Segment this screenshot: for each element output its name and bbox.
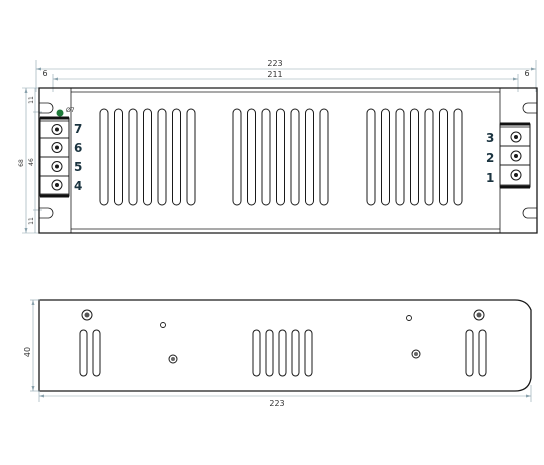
- vent-slot-g2-4: [276, 108, 285, 206]
- left-terminal-4: [39, 175, 70, 195]
- side-vent-slot-g2-3: [278, 329, 287, 377]
- dim-overall-width: 223: [267, 59, 282, 68]
- side-vent-slot-g3-2: [478, 329, 487, 377]
- vent-slot-g1-3: [128, 108, 138, 206]
- side-vent-slot-g2-5: [304, 329, 313, 377]
- vent-slot-g2-2: [247, 108, 256, 206]
- indicator-led: [56, 109, 64, 117]
- vent-slot-g3-5: [424, 108, 434, 206]
- terminal-label-6: 6: [74, 141, 82, 155]
- side-vent-slot-g2-4: [291, 329, 300, 377]
- side-screw-hole-2: [406, 315, 412, 321]
- dim-height: 68: [18, 159, 25, 167]
- side-mount-hole-right: [473, 309, 485, 321]
- top-outline: [38, 87, 538, 234]
- side-vent-slot-g2-1: [252, 329, 261, 377]
- side-dim-height: 40: [23, 347, 32, 357]
- side-screw-hole-1: [160, 322, 166, 328]
- side-dim-width: 223: [269, 399, 284, 408]
- side-outline: [38, 299, 532, 392]
- vent-slot-g1-4: [143, 108, 152, 206]
- side-mount-hole-left: [81, 309, 93, 321]
- vent-slot-g2-5: [290, 108, 300, 206]
- indicator-label: Ø7: [66, 107, 75, 114]
- terminal-label-7: 7: [74, 122, 82, 136]
- vent-slot-g3-3: [395, 108, 405, 206]
- side-vent-slot-g3-1: [465, 329, 474, 377]
- terminal-label-1: 1: [486, 171, 494, 185]
- vent-slot-g2-1: [232, 108, 242, 206]
- left-terminal-block: [39, 116, 70, 198]
- side-screw-3: [168, 354, 178, 364]
- right-terminal-3: [499, 126, 531, 147]
- vent-slot-g3-6: [439, 108, 448, 206]
- top-view: 223 211 6 6 68 11 46 11: [18, 59, 538, 234]
- dim-top-offset: 11: [28, 96, 35, 104]
- right-terminal-block: [499, 122, 531, 189]
- left-mount-notch-top: [39, 102, 54, 114]
- dim-right-offset: 6: [524, 69, 529, 78]
- vent-slot-g1-6: [172, 108, 181, 206]
- vent-slot-g3-4: [410, 108, 419, 206]
- left-terminal-6: [39, 137, 70, 158]
- vent-slot-g1-7: [186, 108, 196, 206]
- side-vent-slot-g1-2: [92, 329, 101, 377]
- terminal-label-3: 3: [486, 131, 494, 145]
- right-mount-notch-top: [522, 102, 537, 114]
- vent-slot-g3-2: [381, 108, 390, 206]
- side-vent-slot-g1-1: [79, 329, 88, 377]
- side-view: 40 223: [23, 299, 532, 408]
- terminal-label-4: 4: [74, 179, 82, 193]
- right-terminal-1: [499, 164, 531, 186]
- side-vent-slots: [79, 329, 487, 377]
- vent-slot-g2-6: [305, 108, 314, 206]
- vent-slot-g3-7: [453, 108, 463, 206]
- vent-slot-g1-2: [114, 108, 123, 206]
- dim-mid-offset: 46: [28, 158, 35, 166]
- vent-slot-g2-3: [261, 108, 271, 206]
- dim-left-offset: 6: [42, 69, 47, 78]
- left-terminal-5: [39, 156, 70, 177]
- top-vent-slots: [99, 108, 463, 206]
- left-mount-notch-bottom: [39, 207, 54, 219]
- side-screw-4: [411, 349, 421, 359]
- vent-slot-g1-1: [99, 108, 109, 206]
- right-terminal-2: [499, 145, 531, 166]
- dim-bottom-offset: 11: [28, 217, 35, 225]
- dim-inner-width: 211: [267, 70, 282, 79]
- vent-slot-g3-1: [366, 108, 376, 206]
- vent-slot-g1-5: [157, 108, 167, 206]
- left-terminal-7: [39, 120, 70, 139]
- side-vent-slot-g2-2: [265, 329, 274, 377]
- terminal-label-5: 5: [74, 160, 82, 174]
- right-mount-notch-bottom: [522, 207, 537, 219]
- vent-slot-g2-7: [319, 108, 329, 206]
- terminal-label-2: 2: [486, 151, 494, 165]
